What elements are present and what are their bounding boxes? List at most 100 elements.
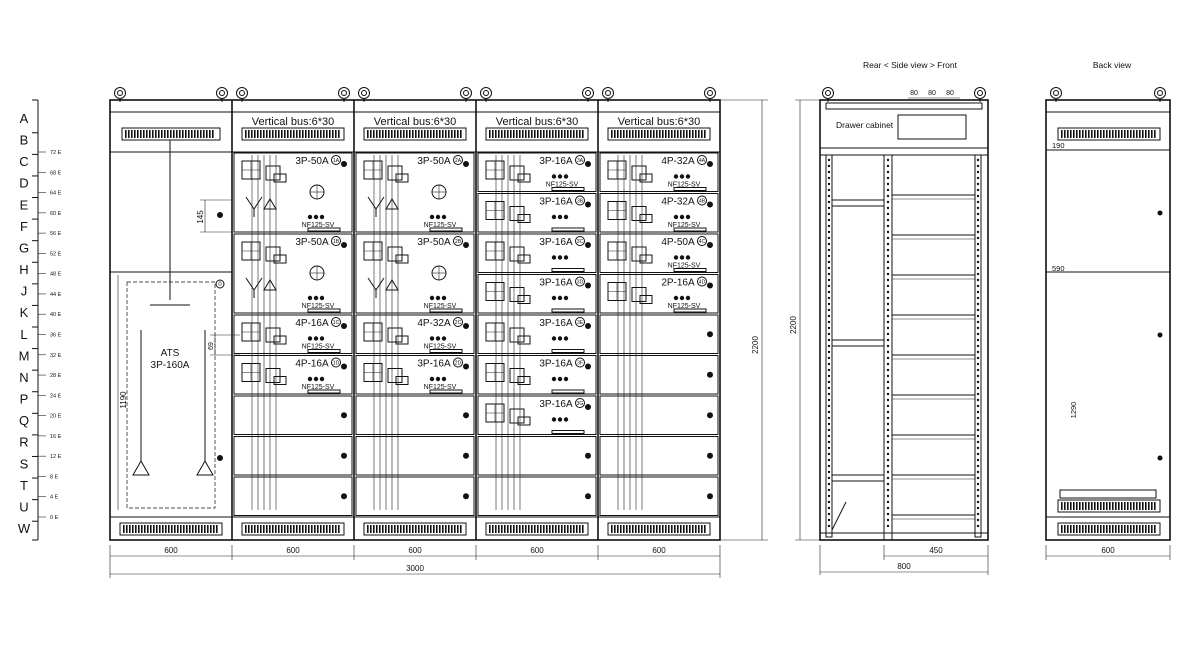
e-scale-label: 44 E: [50, 292, 62, 298]
vent-top-slot: [281, 130, 283, 138]
module-frame: [477, 193, 597, 233]
vent-bottom-slot: [248, 525, 250, 533]
vent-bottom-slot: [650, 525, 652, 533]
vent-bottom-slot: [1142, 525, 1144, 533]
terminal-block: [395, 376, 409, 385]
vent-top-slot: [415, 130, 417, 138]
module-rating: 4P-32A: [661, 156, 695, 167]
indicator-lamp: [551, 255, 557, 260]
indicator-lamp: [557, 295, 563, 301]
rail-hole: [976, 362, 980, 366]
indicator-lamp: [679, 214, 685, 220]
handle-strip: [307, 308, 341, 313]
bus-label-4: Vertical bus:6*30: [496, 116, 579, 128]
rail-hole: [827, 314, 831, 318]
vent-top-slot: [617, 130, 619, 138]
rail-hole: [827, 200, 831, 204]
rail-hole: [827, 290, 831, 294]
vent-top-slot: [620, 130, 622, 138]
e-scale-label: 16 E: [50, 434, 62, 440]
vent-bottom-slot: [415, 525, 417, 533]
rail-hole: [976, 452, 980, 456]
module-tag: 4C: [699, 239, 706, 245]
module-tag: 2B: [455, 239, 462, 245]
module-model: NF125-SV: [424, 344, 457, 351]
lifting-eye-inner: [361, 90, 367, 96]
door-knob: [585, 323, 591, 329]
vent-bottom-slot: [424, 525, 426, 533]
vent-top-slot: [125, 130, 127, 138]
e-scale-label: 28 E: [50, 373, 62, 379]
vent-top-slot: [635, 130, 637, 138]
vent-bottom-slot: [257, 525, 259, 533]
back-dim-190: 190: [1052, 141, 1065, 150]
lifting-eye-outer: [704, 87, 716, 99]
handle-strip: [429, 389, 463, 394]
rail-hole: [886, 404, 890, 408]
indicator-lamp: [551, 174, 557, 179]
vent-top-slot: [671, 130, 673, 138]
vent-top-slot: [1103, 130, 1105, 138]
module-rating: 3P-16A: [417, 359, 451, 370]
vent-bottom-slot: [1118, 502, 1120, 510]
door-frame: [233, 395, 353, 435]
vent-bottom-slot: [1082, 502, 1084, 510]
terminal-block: [273, 254, 287, 264]
vent-top-slot: [677, 130, 679, 138]
module-rating: 3P-16A: [539, 156, 573, 167]
rail-hole: [886, 386, 890, 390]
vent-top-slot: [647, 130, 649, 138]
rail-hole: [886, 296, 890, 300]
row-letter-D: D: [19, 176, 28, 191]
rail-hole: [827, 188, 831, 192]
rail-hole: [976, 470, 980, 474]
indicator-lamp: [435, 214, 441, 220]
indicator-lamp: [673, 214, 679, 220]
vent-bottom-slot: [701, 525, 703, 533]
rail-hole: [886, 164, 890, 168]
terminal-block: [517, 335, 531, 345]
rail-hole: [827, 506, 831, 510]
vent-bottom-slot: [1061, 525, 1063, 533]
vent-bottom: [119, 522, 223, 536]
vent-bottom-slot: [579, 525, 581, 533]
vent-bottom-slot: [1133, 525, 1135, 533]
rail-hole: [976, 428, 980, 432]
vent-bottom-slot: [1112, 502, 1114, 510]
door-knob: [585, 404, 591, 410]
door-knob: [341, 493, 347, 500]
side-depth-inner: 450: [929, 546, 943, 555]
vent-bottom-slot: [373, 525, 375, 533]
door-frame: [477, 476, 597, 516]
door-knob: [463, 493, 469, 500]
row-letter-F: F: [20, 219, 28, 234]
rail-hole: [976, 302, 980, 306]
module-tag-circle: [575, 317, 585, 327]
e-scale-label: 32 E: [50, 353, 62, 359]
vent-top-slot: [644, 130, 646, 138]
rail-hole: [886, 500, 890, 504]
module-tag-circle: [331, 155, 341, 165]
module-tag: 2C: [455, 320, 462, 326]
vent-top-slot: [179, 130, 181, 138]
vent-top-slot: [137, 130, 139, 138]
vent-top-slot: [155, 130, 157, 138]
vent-bottom-slot: [379, 525, 381, 533]
terminal-block: [631, 287, 647, 302]
terminal-block: [395, 173, 409, 183]
rail-hole: [886, 422, 890, 426]
empty-door: [355, 395, 475, 435]
rail-hole: [976, 488, 980, 492]
indicator-lamp: [685, 214, 691, 220]
handle-strip: [673, 308, 707, 313]
rail-hole: [886, 482, 890, 486]
indicator-lamp: [319, 295, 325, 301]
indicator-lamp: [563, 255, 569, 260]
rail-hole: [827, 206, 831, 210]
vent-bottom-slot: [251, 525, 253, 533]
rail-hole: [827, 182, 831, 186]
door-frame: [355, 395, 475, 435]
vent-top-slot: [698, 130, 700, 138]
